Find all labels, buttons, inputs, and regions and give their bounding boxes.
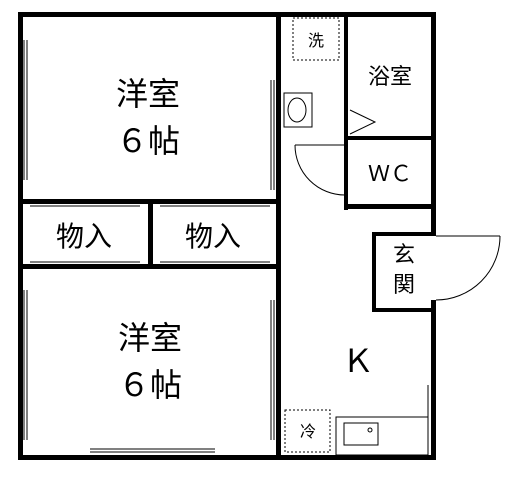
fixtures — [283, 17, 429, 456]
closet-right-label: 物入 — [185, 220, 241, 253]
wash-basin — [283, 92, 313, 128]
bath-label: 浴室 — [368, 65, 412, 90]
kitchen-counter — [335, 416, 429, 456]
western-room-top-name: 洋室 — [116, 75, 180, 113]
interior-walls — [18, 12, 436, 460]
wc-label: ＷＣ — [368, 162, 412, 187]
outer-walls — [18, 12, 436, 460]
entrance-label-bottom: 関 — [393, 273, 415, 298]
western-room-bottom-name: 洋室 — [118, 319, 182, 357]
entrance-label-top: 玄 — [393, 243, 415, 268]
door-swings — [294, 109, 501, 301]
kitchen-label: Ｋ — [342, 342, 374, 380]
room-labels: 洋室 ６帖 物入 物入 洋室 ６帖 洗 浴室 ＷＣ 玄 関 Ｋ 冷 — [56, 31, 415, 441]
windows — [23, 40, 429, 453]
western-room-top-size: ６帖 — [116, 122, 180, 160]
kitchen-sink — [343, 422, 379, 446]
western-room-bottom-size: ６帖 — [118, 366, 182, 404]
fridge-space — [284, 409, 331, 453]
washer-label: 洗 — [308, 31, 324, 50]
fridge-label: 冷 — [300, 422, 316, 441]
closet-left-label: 物入 — [56, 220, 112, 253]
